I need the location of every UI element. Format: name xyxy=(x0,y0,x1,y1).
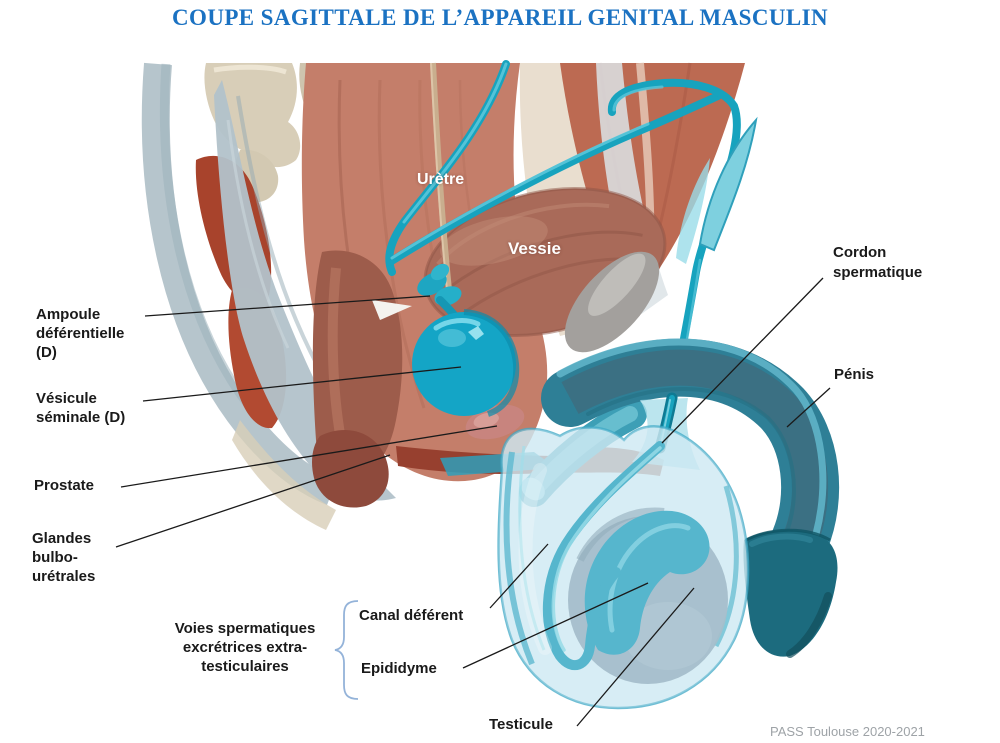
voies-label: Voies spermatiques excrétrices extra- te… xyxy=(174,620,316,675)
ampoule-label: Ampoule déférentielle (D) xyxy=(36,306,125,361)
epididyme-label: Epididyme xyxy=(361,660,437,677)
inguinal-blades xyxy=(676,116,758,264)
penis-shape xyxy=(541,338,840,569)
vesicule-label: Vésicule séminale (D) xyxy=(36,390,126,426)
prostate-label: Prostate xyxy=(34,477,95,494)
glans-shape xyxy=(743,528,838,658)
seminal-vesicle-shape xyxy=(412,309,520,417)
uretre-overlay-label: Urètre xyxy=(417,171,465,188)
bracket-shape xyxy=(334,600,359,700)
glandes-label: Glandes bulbo- urétrales xyxy=(32,530,96,585)
cordon-label: Cordon spermatique xyxy=(833,244,923,281)
page-title: COUPE SAGITTALE DE L’APPAREIL GENITAL MA… xyxy=(172,5,828,30)
vessie-overlay-label: Vessie xyxy=(508,239,561,258)
penis-label: Pénis xyxy=(834,366,875,383)
scrotum-gloss xyxy=(498,426,749,708)
pubis-shape xyxy=(564,251,660,353)
vas-deferens-shape xyxy=(542,441,665,671)
testicule-label: Testicule xyxy=(489,716,553,733)
canal-deferent-label: Canal déférent xyxy=(359,607,464,624)
credit-text: PASS Toulouse 2020-2021 xyxy=(770,724,925,739)
fascia-band xyxy=(141,62,338,530)
leader-lines xyxy=(115,277,831,727)
scrotum-highlight xyxy=(518,463,552,655)
